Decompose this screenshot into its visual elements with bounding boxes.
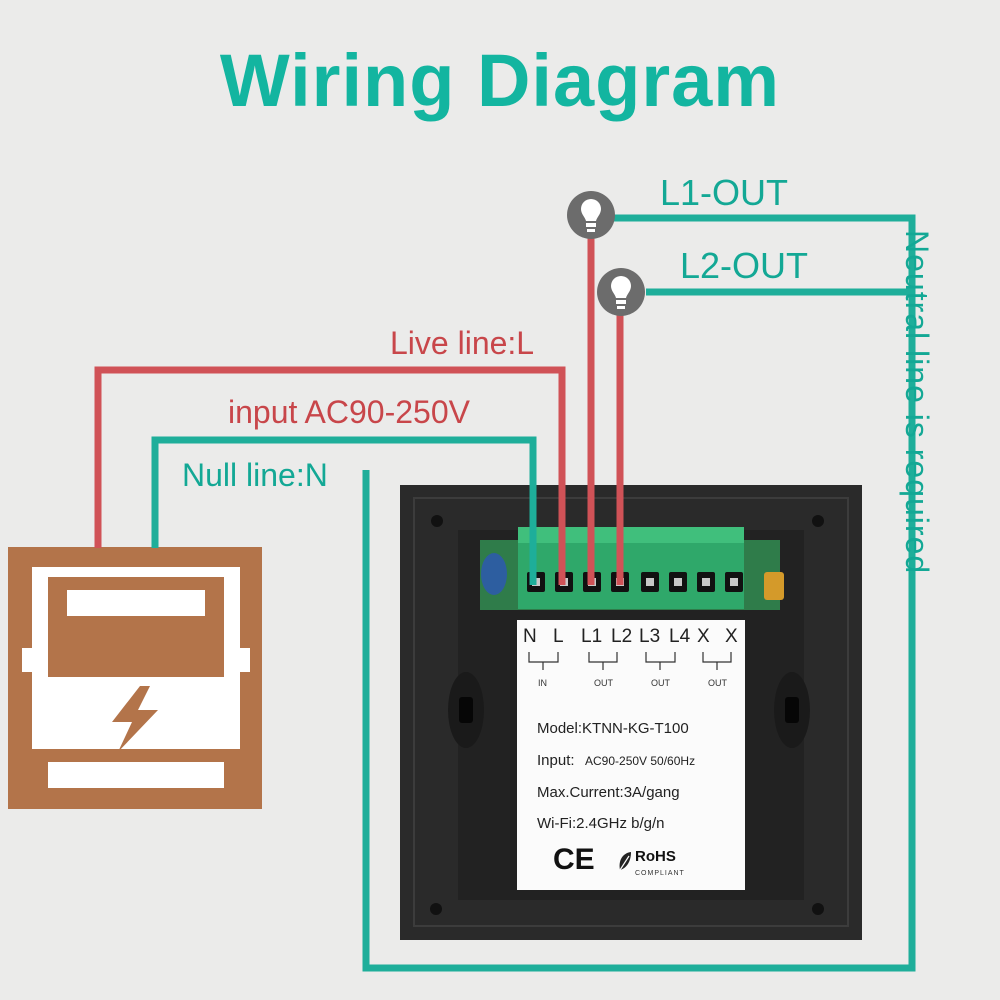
model-text: Model:KTNN-KG-T100 — [537, 720, 689, 737]
live-wire — [94, 232, 624, 585]
lightning-bolt-icon — [112, 686, 158, 752]
terminal-l3: L3 — [639, 626, 661, 647]
page-title: Wiring Diagram — [219, 39, 781, 122]
l2-out-label: L2-OUT — [680, 245, 809, 286]
terminal-l: L — [553, 626, 564, 647]
light-bulb-icon — [597, 268, 645, 316]
rohs-leaf-icon — [619, 852, 631, 871]
group-out-label-3: OUT — [708, 678, 727, 688]
input-spec-value: AC90-250V 50/60Hz — [585, 754, 696, 768]
current-spec: Max.Current:3A/gang — [537, 784, 680, 801]
electric-meter-icon — [8, 547, 262, 809]
terminal-block — [518, 527, 744, 609]
null-line-label: Null line:N — [182, 457, 328, 493]
ce-mark-icon: CE — [553, 843, 595, 876]
input-spec-label: Input: — [537, 752, 575, 769]
terminal-x2: X — [725, 626, 738, 647]
neutral-required-label: Neutral line is required — [899, 230, 935, 575]
rohs-compliant-text: COMPLIANT — [635, 870, 685, 877]
light-bulb-icon — [567, 191, 615, 239]
terminal-bracket-lines — [528, 652, 732, 670]
terminal-x1: X — [697, 626, 710, 647]
group-out-label-2: OUT — [651, 678, 670, 688]
wifi-spec: Wi-Fi:2.4GHz b/g/n — [537, 815, 665, 832]
rohs-text: RoHS — [635, 848, 676, 865]
terminal-n: N — [523, 626, 537, 647]
terminal-l4: L4 — [669, 626, 691, 647]
group-out-label-1: OUT — [594, 678, 613, 688]
neutral-wire — [151, 214, 916, 972]
input-voltage-label: input AC90-250V — [228, 394, 470, 430]
l1-out-label: L1-OUT — [660, 172, 789, 213]
spec-label: N L L1 L2 L3 L4 X X IN OUT OUT OUT Model… — [517, 620, 745, 890]
live-line-label: Live line:L — [390, 325, 535, 361]
terminal-l1: L1 — [581, 626, 603, 647]
group-in-label: IN — [538, 678, 547, 688]
terminal-l2: L2 — [611, 626, 633, 647]
